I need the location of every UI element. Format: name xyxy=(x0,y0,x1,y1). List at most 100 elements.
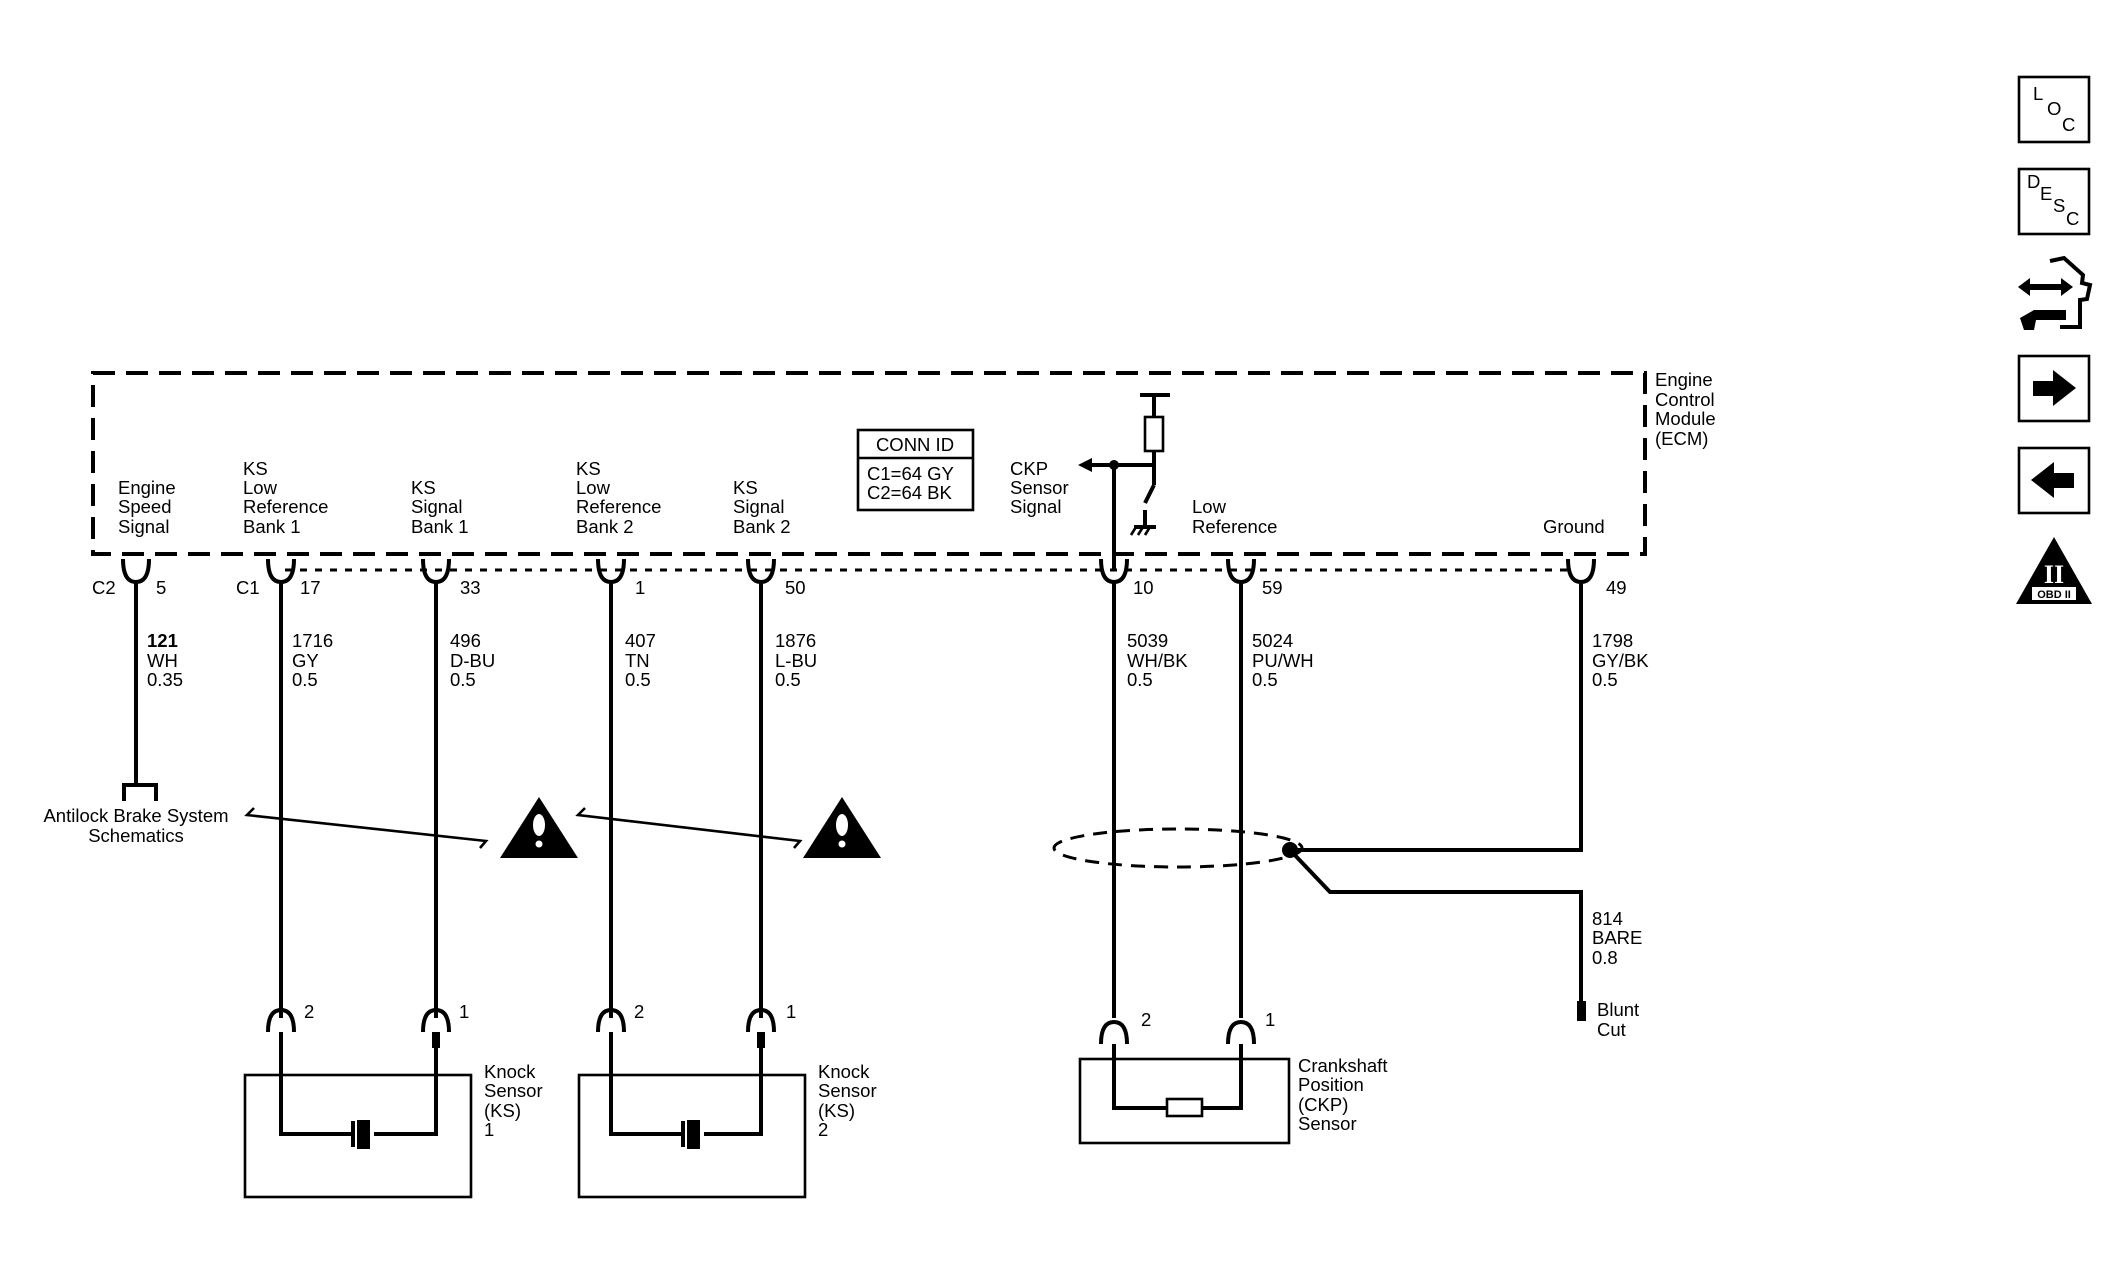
wire-407-gauge: 0.5 xyxy=(625,669,651,690)
loc-letter-c: C xyxy=(2062,114,2075,135)
wire-121-gauge: 0.35 xyxy=(147,669,183,690)
conn-id-title: CONN ID xyxy=(876,434,954,455)
wire-407-circuit: 407 xyxy=(625,630,656,651)
ckp-pin-1-symbol xyxy=(1226,1019,1256,1045)
wire-121-color: WH xyxy=(147,650,178,671)
ks2-label-2: Sensor xyxy=(818,1080,877,1101)
ckp-pin-2-symbol xyxy=(1099,1019,1129,1045)
ecm-module-box: Engine Control Module (ECM) xyxy=(91,369,1716,556)
ks1-body xyxy=(243,1073,473,1199)
wire-5039-gauge: 0.5 xyxy=(1127,669,1153,690)
desc-letter-d: D xyxy=(2027,171,2040,192)
pin-label-ks-lowref-b1-1: KS xyxy=(243,458,268,479)
desc-letter-c: C xyxy=(2066,208,2079,229)
pin-label-engine-speed-1: Engine xyxy=(118,477,176,498)
ks1-pin-2-symbol xyxy=(266,1007,296,1033)
pin-label-ckp-signal-3: Signal xyxy=(1010,496,1061,517)
wire-5024-color: PU/WH xyxy=(1252,650,1314,671)
wire-1716-circuit: 1716 xyxy=(292,630,333,651)
wire-5024-circuit: 5024 xyxy=(1252,630,1293,651)
ecm-label-line-4: (ECM) xyxy=(1655,428,1708,449)
desc-letter-e: E xyxy=(2040,183,2052,204)
pin-label-ks-lowref-b1-4: Bank 1 xyxy=(243,516,301,537)
wire-5039-circuit: 5039 xyxy=(1127,630,1168,651)
ks1-label-2: Sensor xyxy=(484,1080,543,1101)
pin-label-ks-signal-b2-3: Bank 2 xyxy=(733,516,791,537)
wire-1716-color: GY xyxy=(292,650,319,671)
ckp-label-2: Position xyxy=(1298,1074,1364,1095)
right-arrow-icon xyxy=(2033,381,2057,396)
blunt-cut-label-1: Blunt xyxy=(1597,999,1639,1020)
pin-label-ks-signal-b1-2: Signal xyxy=(411,496,462,517)
abs-ref-line-1[interactable]: Antilock Brake System xyxy=(43,805,228,826)
pin-label-low-ref-2: Reference xyxy=(1192,516,1277,537)
pin-label-ks-signal-b1-3: Bank 1 xyxy=(411,516,469,537)
pin-number-59: 59 xyxy=(1262,577,1283,598)
caution-indicators xyxy=(244,797,881,858)
loc-letter-l: L xyxy=(2033,83,2043,104)
caution-pointer-1 xyxy=(244,807,489,849)
abs-schematic-reference[interactable]: Antilock Brake System Schematics xyxy=(43,783,229,846)
wire-496-circuit: 496 xyxy=(450,630,481,651)
pin-label-ks-lowref-b2-2: Low xyxy=(576,477,611,498)
connector-c2-label: C2 xyxy=(92,577,116,598)
pin-number-33: 33 xyxy=(460,577,481,598)
pin-label-ckp-signal-1: CKP xyxy=(1010,458,1048,479)
wire-5039-color: WH/BK xyxy=(1127,650,1188,671)
ks1-label-1: Knock xyxy=(484,1061,536,1082)
previous-arrow-button[interactable] xyxy=(2017,446,2091,515)
ecm-label-line-1: Engine xyxy=(1655,369,1713,390)
wire-814-color: BARE xyxy=(1592,927,1642,948)
ks2-pin-2-label: 2 xyxy=(634,1001,644,1022)
pin-label-ks-lowref-b1-2: Low xyxy=(243,477,278,498)
ckp-label-3: (CKP) xyxy=(1298,1094,1348,1115)
pin-number-50: 50 xyxy=(785,577,806,598)
ckp-internal-circuit xyxy=(1078,393,1170,570)
ckp-pin-1-label: 1 xyxy=(1265,1009,1275,1030)
ecm-label-line-2: Control xyxy=(1655,389,1715,410)
pin-labels: Engine Speed Signal KS Low Reference Ban… xyxy=(118,458,1605,537)
wire-1798 xyxy=(1290,582,1583,852)
pin-label-ks-lowref-b2-1: KS xyxy=(576,458,601,479)
wire-121-circuit: 121 xyxy=(147,630,178,651)
pin-symbol-5 xyxy=(121,558,151,585)
connector-c1-label: C1 xyxy=(236,577,260,598)
left-arrow-icon xyxy=(2050,473,2074,488)
ecm-connector-pins: C2 C1 5 17 33 1 50 10 59 49 xyxy=(92,558,1627,598)
wire-1876-gauge: 0.5 xyxy=(775,669,801,690)
obd-numeral: II xyxy=(2044,560,2064,589)
ks2-label-3: (KS) xyxy=(818,1100,855,1121)
wire-1798-color: GY/BK xyxy=(1592,650,1649,671)
wires xyxy=(134,582,1583,1018)
pin-number-10: 10 xyxy=(1133,577,1154,598)
ks2-pin-2-symbol xyxy=(596,1007,626,1033)
wire-5024-gauge: 0.5 xyxy=(1252,669,1278,690)
description-button[interactable]: D E S C xyxy=(2017,167,2091,236)
blunt-cut-terminal xyxy=(1577,1001,1586,1021)
pin-number-17: 17 xyxy=(300,577,321,598)
ks1-label-3: (KS) xyxy=(484,1100,521,1121)
ckp-pin-2-label: 2 xyxy=(1141,1009,1151,1030)
wire-1876-color: L-BU xyxy=(775,650,817,671)
location-button[interactable]: L O C xyxy=(2017,75,2091,144)
wire-814-gauge: 0.8 xyxy=(1592,947,1618,968)
pin-number-5: 5 xyxy=(156,577,166,598)
obd-ii-icon[interactable]: II OBD II xyxy=(2016,537,2092,604)
diagnostic-repair-icon[interactable] xyxy=(2018,255,2093,330)
ecm-label-line-3: Module xyxy=(1655,408,1716,429)
abs-ref-line-2[interactable]: Schematics xyxy=(88,825,184,846)
obd-label: OBD II xyxy=(2037,589,2071,601)
wire-814-drain xyxy=(1288,848,1583,1001)
pin-label-engine-speed-3: Signal xyxy=(118,516,169,537)
ks1-pin-2-label: 2 xyxy=(304,1001,314,1022)
next-arrow-button[interactable] xyxy=(2017,354,2091,423)
pin-number-49: 49 xyxy=(1606,577,1627,598)
loc-letter-o: O xyxy=(2047,98,2061,119)
pin-number-1: 1 xyxy=(635,577,645,598)
ks1-pin-1-symbol xyxy=(421,1007,451,1033)
pin-label-ks-signal-b1-1: KS xyxy=(411,477,436,498)
wire-496-gauge: 0.5 xyxy=(450,669,476,690)
pin-label-ks-lowref-b1-3: Reference xyxy=(243,496,328,517)
caution-pointer-2 xyxy=(575,807,803,849)
